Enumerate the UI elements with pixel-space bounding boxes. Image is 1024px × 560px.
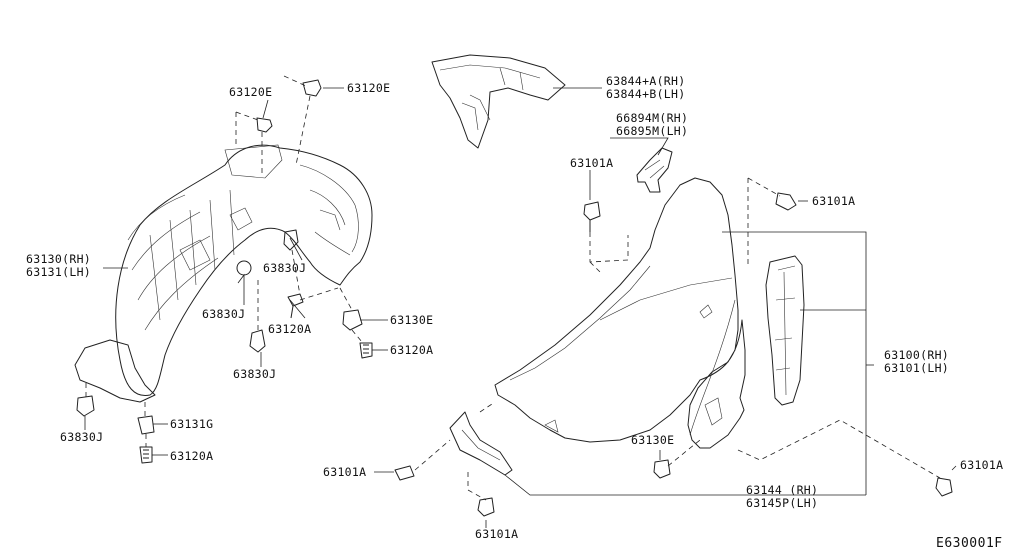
screw-icon — [287, 293, 304, 319]
callout-63100-rh: 63100(RH) — [884, 348, 949, 362]
callout-63120A-c: 63120A — [170, 449, 213, 463]
callout-63130E-b: 63130E — [631, 433, 674, 447]
fender-gusset-part — [765, 255, 805, 406]
clip-icon — [653, 459, 671, 479]
callout-63101A-top: 63101A — [570, 156, 613, 170]
diagram-code: E630001F — [936, 536, 1003, 551]
clip-icon — [302, 79, 322, 97]
callout-63120A-b: 63120A — [390, 343, 433, 357]
callout-63101-lh: 63101(LH) — [884, 361, 949, 375]
fender-bracket-part — [449, 411, 513, 476]
grommet-icon — [236, 260, 252, 276]
callout-63144-rh: 63144 (RH) — [746, 483, 818, 497]
callout-66894-rh: 66894M(RH) — [616, 111, 688, 125]
callout-labels: 63120E 63120E 63844+A(RH) 63844+B(LH) 66… — [26, 74, 1003, 541]
bolt-icon — [394, 465, 415, 481]
bolt-icon — [477, 497, 495, 517]
callout-63830J-b: 63830J — [202, 307, 245, 321]
leader-66894 — [610, 137, 669, 156]
clip-icon — [137, 415, 155, 435]
callout-63120E-a: 63120E — [229, 85, 272, 99]
callout-63131-lh: 63131(LH) — [26, 265, 91, 279]
bolt-icon — [583, 201, 601, 232]
callout-63101A-br: 63101A — [960, 458, 1003, 472]
screw-icon — [139, 446, 153, 464]
front-fender-part — [494, 177, 746, 449]
fender-trim-part — [431, 54, 566, 149]
callout-63120A-a: 63120A — [268, 322, 311, 336]
bracket-66894-part — [636, 147, 673, 193]
callout-63101A-bottom: 63101A — [475, 527, 518, 541]
liner-fasteners — [76, 79, 373, 464]
callout-63130-rh: 63130(RH) — [26, 252, 91, 266]
clip-icon — [76, 395, 95, 417]
callout-66895-lh: 66895M(LH) — [616, 124, 688, 138]
callout-63844-rh: 63844+A(RH) — [606, 74, 685, 88]
callout-63844-lh: 63844+B(LH) — [606, 87, 685, 101]
bolt-icon — [935, 477, 953, 497]
callout-63830J-a: 63830J — [263, 261, 306, 275]
callout-63830J-d: 63830J — [60, 430, 103, 444]
callout-63101A-low: 63101A — [323, 465, 366, 479]
fender-fasteners — [394, 192, 953, 517]
callout-63145-lh: 63145P(LH) — [746, 496, 818, 510]
callout-63131G: 63131G — [170, 417, 213, 431]
fender-dashed-lines — [414, 177, 941, 501]
clip-icon — [342, 309, 363, 331]
callout-63830J-c: 63830J — [233, 367, 276, 381]
clip-icon — [249, 329, 266, 353]
liner-leaders — [84, 87, 388, 456]
liner-dashed-lines — [85, 75, 363, 447]
bolt-icon — [775, 192, 797, 211]
callout-63130E-a: 63130E — [390, 313, 433, 327]
fender-liner-part — [74, 144, 373, 403]
callout-63101A-right: 63101A — [812, 194, 855, 208]
callout-63120E-b: 63120E — [347, 81, 390, 95]
clip-icon — [256, 117, 273, 133]
side-marker-icon — [699, 304, 713, 319]
fender-leaders — [374, 170, 957, 528]
screw-icon — [359, 342, 373, 359]
